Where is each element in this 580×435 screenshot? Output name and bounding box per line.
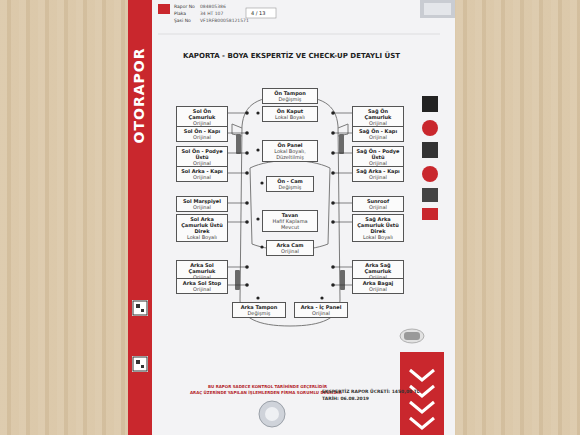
brand-name: OTORAPOR bbox=[132, 47, 147, 143]
part-name: Ön Tampon bbox=[265, 90, 315, 96]
part-name: Sağ Ön Çamurluk bbox=[355, 108, 401, 120]
part-box: Arka CamOrijinal bbox=[266, 240, 314, 256]
part-status: Hafif Kaplama Mevcut bbox=[265, 218, 315, 230]
car-outline bbox=[232, 96, 348, 326]
part-name: Arka Cam bbox=[269, 242, 311, 248]
form-title: KAPORTA - BOYA EKSPERTİZ VE CHECK-UP DET… bbox=[128, 52, 455, 60]
part-name: Sol Arka Çamurluk Üstü Direk bbox=[179, 216, 225, 234]
part-status: Orijinal bbox=[269, 248, 311, 254]
part-box: Arka BagajOrijinal bbox=[352, 278, 404, 294]
part-box: Arka TamponDeğişmiş bbox=[232, 302, 286, 318]
part-name: Sağ Arka Çamurluk Üstü Direk bbox=[355, 216, 401, 234]
footer-note: ARAÇ ÜZERİNDE YAPILAN İŞLEMLERDEN FİRMA … bbox=[190, 390, 342, 395]
header-field: 084805386 bbox=[200, 4, 226, 10]
part-name: Arka Sol Çamurluk bbox=[179, 262, 225, 274]
part-name: Arka Sağ Çamurluk bbox=[355, 262, 401, 274]
part-box: Sağ Arka - KapıOrijinal bbox=[352, 166, 404, 182]
part-box: Sol Ön ÇamurlukOrijinal bbox=[176, 106, 228, 128]
footer-note: BU RAPOR SADECE KONTROL TARİHİNDE GEÇERL… bbox=[208, 384, 327, 389]
part-status: Orijinal bbox=[179, 174, 225, 180]
part-name: Sağ Ön - Podye Üstü bbox=[355, 148, 401, 160]
part-box: Sol Ön - Podye ÜstüOrijinal bbox=[176, 146, 228, 168]
part-name: Arka Sol Stop bbox=[179, 280, 225, 286]
part-box: Ön - CamDeğişmiş bbox=[266, 176, 314, 192]
marker-dots bbox=[245, 99, 335, 299]
part-box: Ön PanelLokal Boyalı, Düzeltilmiş bbox=[262, 140, 318, 162]
part-name: Sol Marşpiyel bbox=[179, 198, 225, 204]
part-box: Sol MarşpiyelOrijinal bbox=[176, 196, 228, 212]
part-status: Orijinal bbox=[355, 286, 401, 292]
part-name: Sol Ön - Podye Üstü bbox=[179, 148, 225, 160]
part-name: Arka Tampon bbox=[235, 304, 283, 310]
leader-lines bbox=[228, 113, 352, 285]
part-status: Orijinal bbox=[297, 310, 345, 316]
part-status: Orijinal bbox=[355, 134, 401, 140]
part-status: Lokal Boyalı bbox=[265, 114, 315, 120]
part-status: Orijinal bbox=[355, 174, 401, 180]
part-box: Sol Arka Çamurluk Üstü DirekLokal Boyalı bbox=[176, 214, 228, 242]
hologram-seal bbox=[259, 401, 285, 427]
header-field: Rapor No bbox=[174, 4, 195, 10]
part-box: Arka - İç PanelOrijinal bbox=[294, 302, 348, 318]
part-name: Arka Bagaj bbox=[355, 280, 401, 286]
part-name: Ön Kaput bbox=[265, 108, 315, 114]
part-name: Sağ Ön - Kapı bbox=[355, 128, 401, 134]
header-field: Plaka bbox=[174, 11, 186, 17]
part-status: Lokal Boyalı, Düzeltilmiş bbox=[265, 148, 315, 160]
qr-codes bbox=[132, 300, 148, 372]
part-status: Lokal Boyalı bbox=[355, 234, 401, 240]
part-status: Orijinal bbox=[179, 286, 225, 292]
part-status: Değişmiş bbox=[269, 184, 311, 190]
part-box: Arka Sol StopOrijinal bbox=[176, 278, 228, 294]
logo-mark bbox=[158, 4, 170, 14]
part-box: Sağ Ön ÇamurlukOrijinal bbox=[352, 106, 404, 128]
part-name: Arka - İç Panel bbox=[297, 304, 345, 310]
part-status: Orijinal bbox=[355, 204, 401, 210]
part-box: Sol Ön - KapıOrijinal bbox=[176, 126, 228, 142]
part-status: Orijinal bbox=[179, 204, 225, 210]
part-name: Sunroof bbox=[355, 198, 401, 204]
part-name: Tavan bbox=[265, 212, 315, 218]
red-band bbox=[128, 0, 152, 435]
hologram-strip bbox=[420, 0, 455, 18]
part-box: TavanHafif Kaplama Mevcut bbox=[262, 210, 318, 232]
part-status: Değişmiş bbox=[265, 96, 315, 102]
footer-note: EKSPERTİZ RAPOR ÜCRETİ: 1450,00 TL bbox=[322, 389, 420, 395]
part-box: Sağ Ön - Podye ÜstüOrijinal bbox=[352, 146, 404, 168]
part-status: Değişmiş bbox=[235, 310, 283, 316]
part-box: Ön KaputLokal Boyalı bbox=[262, 106, 318, 122]
part-box: Sağ Ön - KapıOrijinal bbox=[352, 126, 404, 142]
part-name: Sol Arka - Kapı bbox=[179, 168, 225, 174]
car-icon bbox=[400, 329, 424, 343]
part-name: Sol Ön Çamurluk bbox=[179, 108, 225, 120]
part-name: Ön - Cam bbox=[269, 178, 311, 184]
part-status: Orijinal bbox=[179, 134, 225, 140]
footer-note: TARİH: 06.08.2019 bbox=[322, 396, 369, 402]
header-field: Şasi No bbox=[174, 18, 191, 24]
page-counter-box bbox=[246, 8, 276, 18]
car-wheels bbox=[235, 134, 345, 290]
part-box: Sağ Arka Çamurluk Üstü DirekLokal Boyalı bbox=[352, 214, 404, 242]
part-box: SunroofOrijinal bbox=[352, 196, 404, 212]
header-field: 34 HT 107 bbox=[200, 11, 223, 17]
page-number: 4 / 13 bbox=[251, 10, 265, 16]
hologram-strip-inner bbox=[424, 3, 451, 15]
part-name: Sağ Arka - Kapı bbox=[355, 168, 401, 174]
part-box: Sol Arka - KapıOrijinal bbox=[176, 166, 228, 182]
header-field: VF1RFB00058121571 bbox=[200, 18, 249, 24]
header-rule bbox=[158, 34, 440, 35]
badge-column bbox=[422, 96, 438, 220]
paper-sheet bbox=[128, 0, 455, 435]
part-name: Sol Ön - Kapı bbox=[179, 128, 225, 134]
part-box: Ön TamponDeğişmiş bbox=[262, 88, 318, 104]
part-name: Ön Panel bbox=[265, 142, 315, 148]
part-status: Lokal Boyalı bbox=[179, 234, 225, 240]
